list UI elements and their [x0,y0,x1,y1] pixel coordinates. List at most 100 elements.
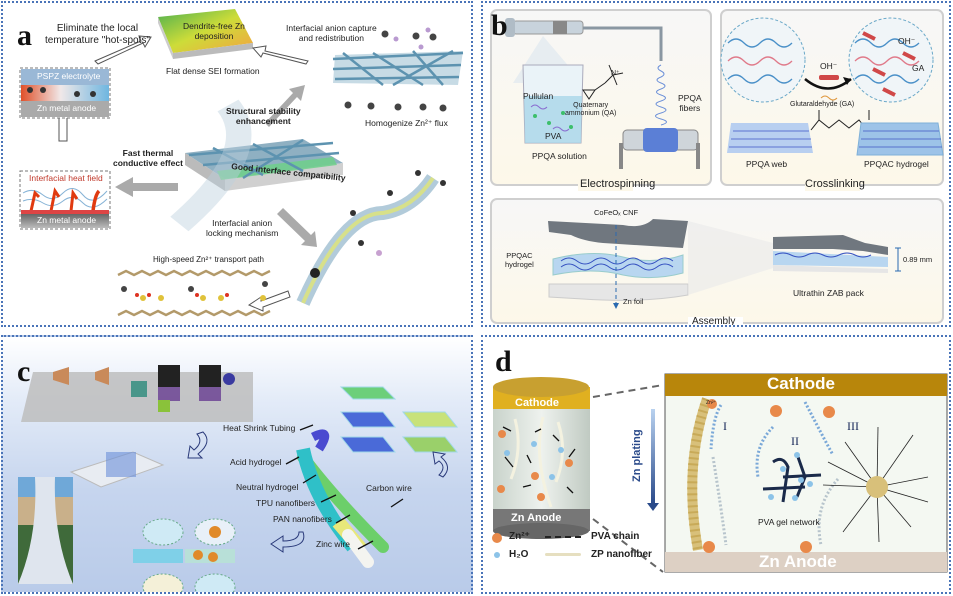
legend-h2o-label: H₂O [509,549,529,560]
label-structural-stability: Structural stability enhancement [226,106,301,126]
pva-gel-network [762,456,822,503]
legend-h2o-swatch [494,552,500,558]
label-heat-field: Interfacial heat field [29,173,103,183]
label-flat-sei: Flat dense SEI formation [166,66,260,76]
label-zn-anode-big: Zn Anode [759,552,837,571]
label-line: enhancement [235,116,291,127]
curved-arrow-3 [432,451,448,478]
device-spinneret [106,452,136,477]
fiber-battery [296,429,389,568]
polymer-chains [727,31,920,97]
label-zinc-wire: Zinc wire [316,539,351,549]
label-homogenize-flux: Homogenize Zn²⁺ flux [365,118,448,128]
label-oh-gel: OH⁻ [898,36,916,46]
label-cathode-big: Cathode [767,374,835,393]
hydrogel-schematics [339,386,459,453]
arrow-from-mesh [252,45,309,65]
label-line: Interfacial anion [212,218,273,228]
label-zn-plating: Zn plating [631,429,643,482]
label-zn-ion-tag: Zn²⁺ [706,400,717,406]
label-tpu: TPU nanofibers [256,498,316,508]
label-pva: PVA [545,131,562,141]
ultrathin-pack [773,235,901,273]
panel-c: c Heat Shrink Tubing Acid hydrogel Neutr… [1,335,473,594]
label-line: Structural stability [226,106,301,116]
label-zn-anode-small: Zn Anode [511,512,562,524]
label-ppqa-fibers: PPQA fibers [678,93,702,113]
callout-arrows [285,424,404,550]
molecular-chain-top [117,269,271,277]
legend-pva-label: PVA chain [591,531,640,542]
web-lines [729,130,942,148]
mechanism-circles [133,518,236,592]
arrow-to-transport [247,290,291,312]
fiber-photo [18,477,73,584]
platform-devices [53,365,235,412]
assembly-label-bg [688,317,743,325]
label-cofeox-cnf: CoFeOₓ CNF [594,208,639,217]
zn-ions-enlarged [703,399,835,553]
label-line: Eliminate the local [56,23,139,34]
assembly-exploded [548,219,689,309]
label-n-plus: N⁺ [611,70,620,77]
panel-letter-c: c [17,355,31,388]
label-zn-foil: Zn foil [623,297,644,306]
legend-zp-swatch [545,553,581,556]
dendrite-free-slab [158,9,253,59]
panel-d: d Cathode Zn Anode Zn plating Cathode Zn… [481,335,951,594]
zoom-line-bottom [592,518,664,573]
battery-cylinder [493,377,590,539]
ga-chain-glyph [820,95,838,101]
label-ppqac-hydrogel-assembly: PPQAC hydrogel [505,251,534,269]
label-pspz-electrolyte: PSPZ electrolyte [37,71,101,81]
label-thickness: 0.89 mm [903,255,933,264]
label-ppqa-solution: PPQA solution [532,151,587,161]
label-line: Dendrite-free Zn [183,21,245,31]
label-ga: GA [912,63,925,73]
legend-zp-label: ZP nanofiber [591,549,652,560]
collector-drum [619,128,700,169]
oh-ion-glyph [819,75,839,80]
legend-zn-label: Zn²⁺ [509,531,530,542]
panel-letter-a: a [17,19,32,52]
label-qa: Quaternary ammonium (QA) [565,102,616,119]
panel-d-graphics [493,373,948,573]
panel-b-graphics [490,9,944,325]
label-line: PPQAC [506,251,533,260]
label-zn-anode-bottom: Zn metal anode [37,215,97,225]
legend-zn-swatch [492,533,502,543]
label-mechanism-iii: III [847,419,859,433]
zoom-line-top [592,384,664,398]
arrow-left-thermal [115,177,178,197]
panel-letter-b: b [491,9,508,42]
label-anion-capture: Interfacial anion capture and redistribu… [286,23,377,43]
electrospinning-label-bg [578,179,633,191]
label-line: deposition [194,31,234,42]
label-ppqac-hydrogel: PPQAC hydrogel [864,159,929,169]
label-assembly: Assembly [692,316,736,327]
crosslinking-label-bg [805,179,860,191]
label-pva-gel-network: PVA gel network [758,517,820,527]
label-eliminate-hotspots: Eliminate the local temperature "hot-spo… [45,23,150,47]
label-cathode-small: Cathode [515,397,559,409]
label-transport-path: High-speed Zn²⁺ transport path [153,255,264,264]
label-line: Fast thermal [122,148,174,158]
label-mechanism-ii: II [791,434,799,448]
ppqac-zoom-circle [848,17,934,103]
label-line: locking mechanism [206,228,279,239]
label-electrospinning: Electrospinning [580,178,656,190]
reaction-arrowhead [843,77,851,85]
heat-field-box [19,170,111,230]
label-line: Interfacial anion capture [286,23,377,33]
assembly-connector [688,221,773,295]
label-neutral-hydrogel: Neutral hydrogel [236,482,299,492]
label-carbon-wire: Carbon wire [366,483,412,493]
label-glutaraldehyde: Glutaraldehyde (GA) [790,101,855,108]
ppqa-web [727,123,813,153]
label-line: fibers [679,103,701,114]
label-zn-anode-top: Zn metal anode [37,103,97,113]
central-film [185,138,343,191]
curved-arrow-1 [187,431,208,459]
zn-plating-arrowhead [647,503,659,511]
panel-letter-d: d [495,345,512,378]
